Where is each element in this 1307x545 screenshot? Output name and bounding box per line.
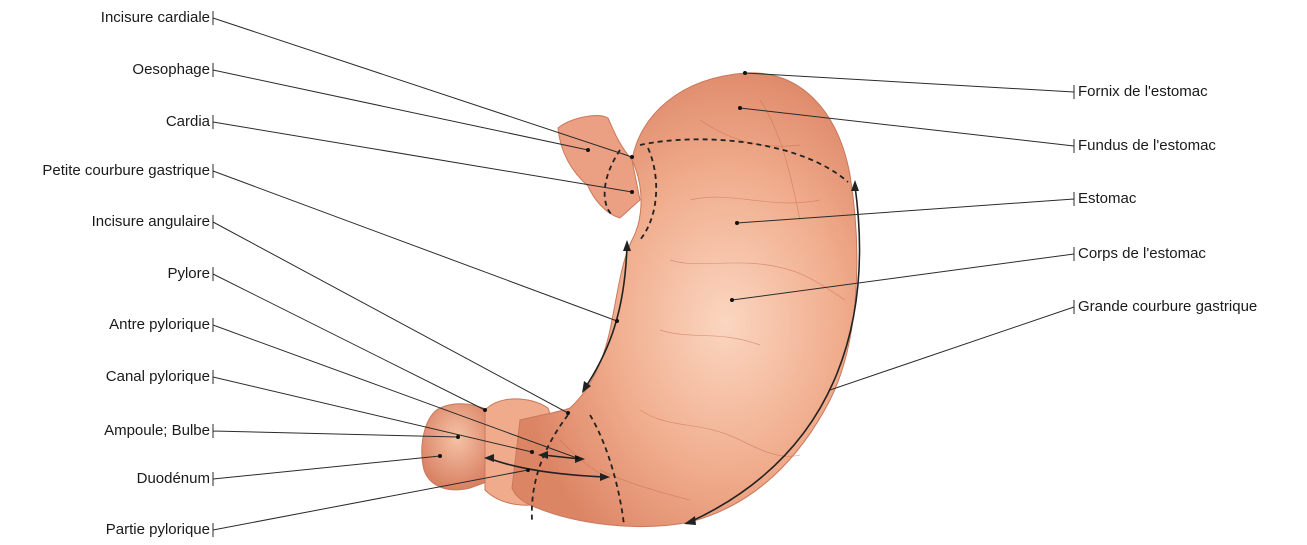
label-grande-courbure-gastrique: Grande courbure gastrique: [1078, 298, 1257, 316]
label-fundus-de-l-estomac: Fundus de l'estomac: [1078, 137, 1216, 155]
label-partie-pylorique: Partie pylorique: [106, 521, 210, 539]
label-fornix-de-l-estomac: Fornix de l'estomac: [1078, 83, 1208, 101]
esophagus-shape: [558, 116, 640, 218]
label-oesophage: Oesophage: [132, 61, 210, 79]
label-canal-pylorique: Canal pylorique: [106, 368, 210, 386]
label-estomac: Estomac: [1078, 190, 1136, 208]
label-ampoule-bulbe: Ampoule; Bulbe: [104, 422, 210, 440]
label-petite-courbure-gastrique: Petite courbure gastrique: [42, 162, 210, 180]
label-incisure-cardiale: Incisure cardiale: [101, 9, 210, 27]
label-corps-de-l-estomac: Corps de l'estomac: [1078, 245, 1206, 263]
label-duodenum: Duodénum: [137, 470, 210, 488]
label-antre-pylorique: Antre pylorique: [109, 316, 210, 334]
label-pylore: Pylore: [167, 265, 210, 283]
label-cardia: Cardia: [166, 113, 210, 131]
label-incisure-angulaire: Incisure angulaire: [92, 213, 210, 231]
duodenum-shape: [422, 404, 492, 490]
